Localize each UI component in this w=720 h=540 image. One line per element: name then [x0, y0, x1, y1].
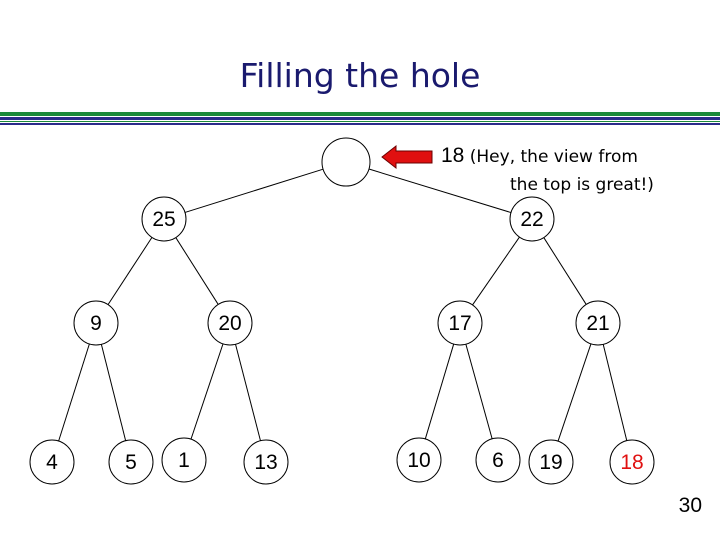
tree-node-10: 10	[396, 437, 442, 483]
annotation-text-1: (Hey, the view from	[469, 147, 638, 167]
title-rule-green-thin	[0, 121, 720, 122]
tree-node-circle	[73, 300, 119, 346]
tree-node-circle	[396, 437, 442, 483]
tree-node-circle	[321, 137, 371, 187]
tree-node-9: 9	[73, 300, 119, 346]
tree-nodes: 25 22 9 20 17 21 4 5 1 13 10 6 19 18	[29, 137, 655, 485]
tree-node-20: 20	[207, 300, 253, 346]
tree-node-label: 18	[620, 451, 643, 474]
tree-edge-n22-n17	[472, 236, 520, 306]
tree-node-17: 17	[437, 300, 483, 346]
tree-edge-root-n25	[184, 168, 324, 213]
tree-node-empty-root	[321, 137, 371, 187]
annotation-value: 18	[441, 144, 465, 167]
tree-node-circle	[475, 437, 521, 483]
arrow-icon	[381, 144, 433, 170]
tree-node-18: 18	[609, 439, 655, 485]
tree-edge-n9-n5	[100, 344, 127, 441]
tree-node-circle	[29, 439, 75, 485]
tree-node-4: 4	[29, 439, 75, 485]
tree-node-label: 1	[178, 449, 190, 472]
tree-edge-n9-n4	[58, 343, 90, 442]
tree-edges	[58, 168, 628, 442]
tree-node-label: 9	[90, 312, 102, 335]
tree-node-6: 6	[475, 437, 521, 483]
tree-node-circle	[141, 196, 187, 242]
tree-node-1: 1	[161, 437, 207, 483]
pointer-arrow-shape	[381, 144, 433, 170]
tree-node-label: 4	[46, 451, 58, 474]
tree-node-21: 21	[575, 300, 621, 346]
tree-edge-n21-n18	[602, 344, 628, 441]
tree-node-circle	[108, 439, 154, 485]
tree-node-circle	[207, 300, 253, 346]
tree-node-label: 21	[586, 312, 609, 335]
tree-node-25: 25	[141, 196, 187, 242]
page-number: 30	[678, 494, 702, 517]
tree-node-label: 6	[492, 449, 504, 472]
tree-edge-n25-n9	[107, 237, 153, 305]
title-rule-green	[0, 112, 720, 116]
tree-node-label: 22	[520, 208, 543, 231]
tree-node-circle	[575, 300, 621, 346]
tree-edge-n20-n1	[190, 343, 224, 440]
tree-node-label: 13	[254, 451, 277, 474]
tree-node-label: 19	[539, 451, 562, 474]
tree-node-circle	[161, 437, 207, 483]
tree-node-label: 17	[448, 312, 471, 335]
tree-edge-n21-n19	[557, 343, 592, 442]
tree-node-circle	[528, 439, 574, 485]
tree-node-5: 5	[108, 439, 154, 485]
tree-node-19: 19	[528, 439, 574, 485]
tree-node-label: 20	[218, 312, 241, 335]
annotation-line-1: 18 (Hey, the view from	[441, 144, 638, 168]
tree-edge-root-n22	[368, 168, 512, 214]
tree-edge-n22-n21	[543, 237, 587, 305]
tree-edge-n17-n6	[465, 344, 493, 439]
tree-node-label: 25	[152, 208, 175, 231]
annotation-text-2: the top is great!)	[510, 175, 654, 195]
tree-edge-n20-n13	[235, 344, 261, 441]
tree-node-circle	[243, 439, 289, 485]
tree-node-circle	[509, 196, 555, 242]
slide-title: Filling the hole	[239, 56, 481, 95]
title-rule-blue	[0, 117, 720, 120]
tree-node-label: 10	[407, 449, 430, 472]
tree-node-13: 13	[243, 439, 289, 485]
tree-node-22: 22	[509, 196, 555, 242]
tree-edge-n17-n10	[424, 343, 455, 440]
tree-node-circle	[437, 300, 483, 346]
tree-edge-n25-n20	[175, 237, 219, 305]
tree-node-label: 5	[125, 451, 137, 474]
title-rule-blue-thin	[0, 123, 720, 125]
tree-node-circle	[609, 439, 655, 485]
